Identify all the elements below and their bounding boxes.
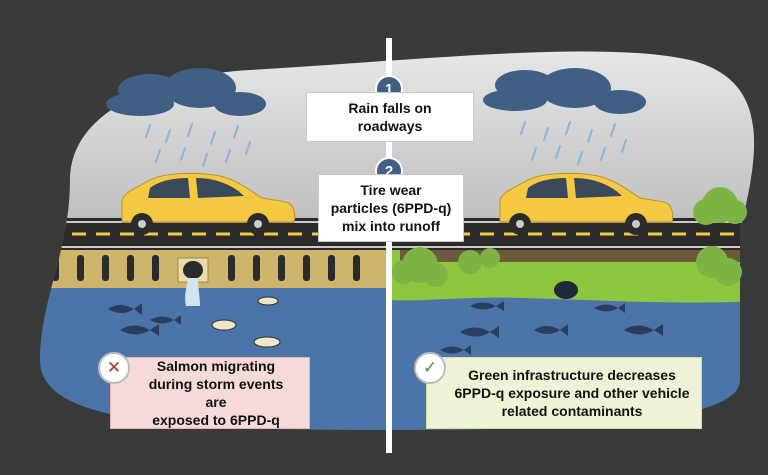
cloud-left bbox=[106, 68, 266, 116]
debris-piles bbox=[211, 296, 281, 348]
cloud-right bbox=[483, 68, 646, 114]
step-2-label: Tire wear particles (6PPD-q) mix into ru… bbox=[318, 174, 464, 242]
rain-left bbox=[145, 123, 251, 167]
culvert bbox=[554, 281, 578, 299]
rain-right bbox=[520, 121, 627, 165]
center-divider bbox=[386, 38, 392, 453]
step-2-line-2: particles (6PPD-q) bbox=[330, 200, 452, 216]
step-2-line-1: Tire wear bbox=[360, 182, 422, 198]
callout-right-line-3: related contaminants bbox=[501, 403, 643, 419]
car-right bbox=[499, 172, 674, 235]
car-left bbox=[121, 172, 296, 235]
callout-salmon-exposed: Salmon migrating during storm events are… bbox=[110, 357, 310, 429]
runoff-stream bbox=[185, 278, 200, 306]
callout-green-infrastructure: Green infrastructure decreases 6PPD-q ex… bbox=[426, 357, 702, 429]
step-1-label: Rain falls on roadways bbox=[306, 92, 474, 142]
fish-group bbox=[108, 301, 663, 355]
callout-right-line-1: Green infrastructure decreases bbox=[468, 367, 676, 383]
callout-left-line-1: Salmon migrating bbox=[156, 358, 276, 374]
callout-left-line-3: exposed to 6PPD-q bbox=[152, 412, 280, 428]
x-icon: ✕ bbox=[98, 352, 130, 384]
bushes bbox=[392, 187, 747, 287]
callout-right-line-2: 6PPD-q exposure and other vehicle bbox=[454, 385, 690, 401]
callout-left-line-2: during storm events are bbox=[148, 376, 284, 410]
step-2-line-3: mix into runoff bbox=[342, 218, 440, 234]
check-icon: ✓ bbox=[414, 352, 446, 384]
